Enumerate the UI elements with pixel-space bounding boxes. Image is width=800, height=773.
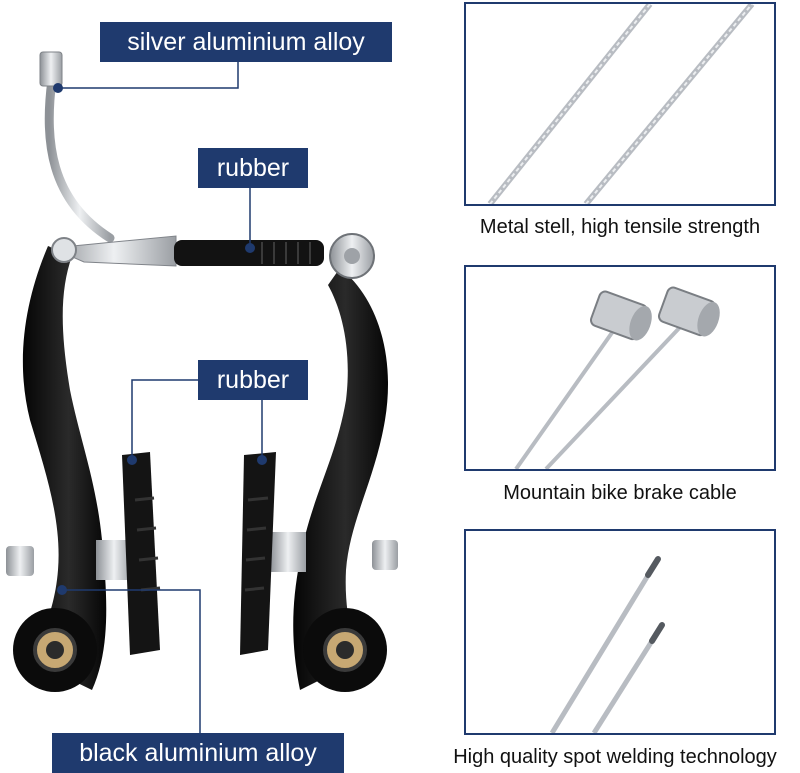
cable-strands-image [487, 2, 755, 206]
noodle-ferrule [39, 51, 63, 87]
marker-dot [127, 455, 137, 465]
left-brake-pad [122, 452, 160, 655]
brake-cable-ends-image [514, 286, 720, 471]
feature-caption-tensile: Metal stell, high tensile strength [479, 216, 761, 238]
v-brake-illustration [6, 51, 398, 738]
right-brake-pad [240, 452, 276, 655]
feature-panel-welded-tips [464, 529, 776, 735]
feature-caption-mountain-bike: Mountain bike brake cable [503, 482, 737, 504]
callout-rubber-pads: rubber [198, 360, 308, 400]
callout-rubber-boot: rubber [198, 148, 308, 188]
left-brake-arm [22, 246, 107, 690]
welded-tips-image [549, 556, 665, 735]
callout-black-aluminium-alloy: black aluminium alloy [52, 733, 344, 773]
marker-dot [245, 243, 255, 253]
brake-noodle [44, 75, 115, 243]
marker-dot [257, 455, 267, 465]
right-brake-arm [293, 268, 388, 690]
marker-dot [57, 585, 67, 595]
feature-caption-spot-welding: High quality spot welding technology [453, 746, 777, 768]
feature-panel-cable-strands [464, 2, 776, 206]
callout-silver-aluminium-alloy: silver aluminium alloy [100, 22, 392, 62]
feature-panel-brake-cable [464, 265, 776, 471]
marker-dot [53, 83, 63, 93]
